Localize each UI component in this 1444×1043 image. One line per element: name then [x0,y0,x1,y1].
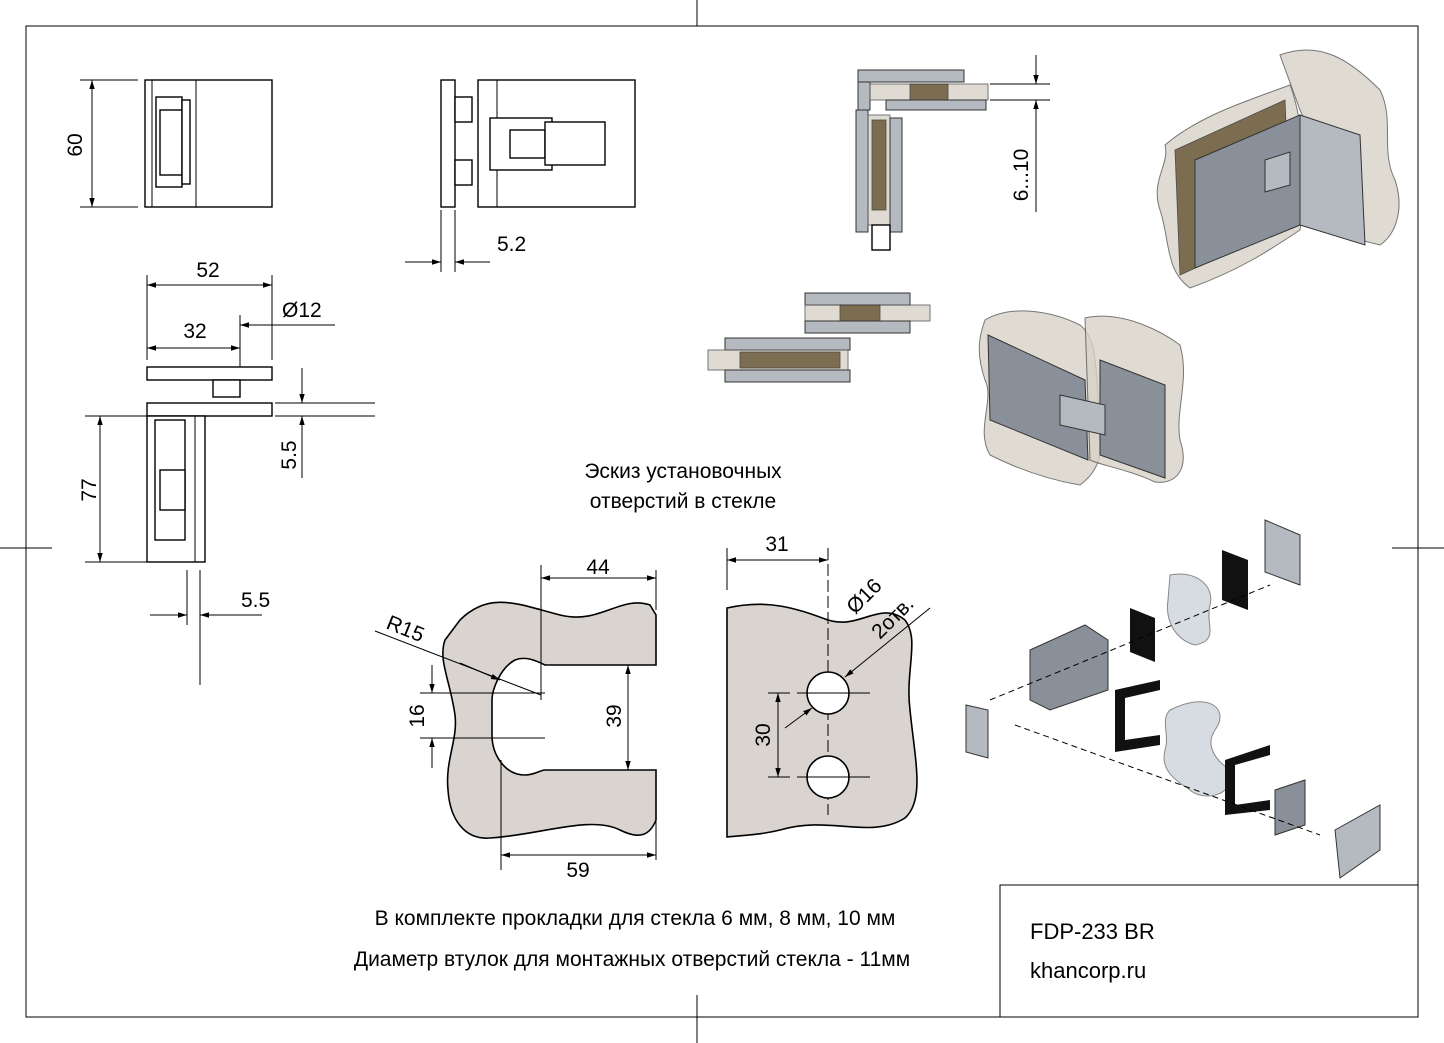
glass-cutout-sketch: 44 R15 16 39 59 [374,556,657,882]
dim-dia-16: Ø16 [842,574,886,618]
front-view: 60 [64,79,273,208]
dim-gap-5-5-vertical: 5.5 [278,440,301,469]
title-block: FDP-233 BR khancorp.ru [999,884,1419,1018]
dim-cutout-44: 44 [586,556,610,579]
dim-width-59: 59 [566,859,589,882]
render-hinge-90-degree [1156,49,1400,289]
sketch-caption-line1: Эскиз установочных [584,460,782,483]
plan-view: 52 Ø12 32 77 5.5 5.5 [78,259,375,685]
website: khancorp.ru [1030,958,1146,983]
dim-dia-12: Ø12 [282,299,322,322]
render-hinge-180-degree [978,310,1185,486]
dim-opening-39: 39 [603,704,626,727]
dim-plate-5-2: 5.2 [497,233,526,256]
note-bushing-diameter: Диаметр втулок для монтажных отверстий с… [354,948,910,971]
dim-offset-31: 31 [765,533,788,556]
glass-holes-sketch: 31 30 Ø16 2отв. [726,533,931,838]
dim-width-52: 52 [196,259,219,282]
side-view: 5.2 [405,79,636,272]
section-view-glass-thickness: 6...10 [855,55,1050,251]
dim-glass-6-10: 6...10 [1010,149,1033,202]
dim-pitch-30: 30 [752,723,775,746]
dim-width-32: 32 [183,320,206,343]
dim-gap-5-5-horizontal: 5.5 [241,589,270,612]
sketch-caption-line2: отверстий в стекле [590,490,776,513]
dim-pitch-16: 16 [406,704,429,727]
note-gaskets: В комплекте прокладки для стекла 6 мм, 8… [375,907,896,930]
section-view-straight [707,292,931,383]
dim-height-60: 60 [64,133,87,156]
dim-radius-15: R15 [383,611,427,647]
dim-height-77: 77 [78,478,101,501]
model-number: FDP-233 BR [1030,919,1155,944]
exploded-view [965,519,1381,879]
